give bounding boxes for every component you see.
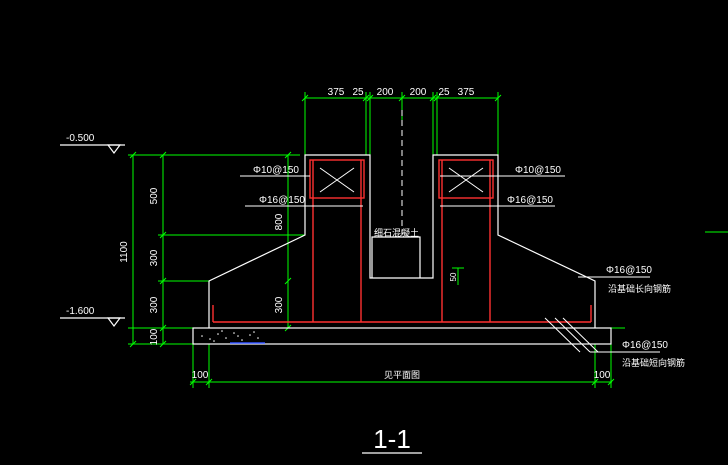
rebar-label-right-2: Φ16@150 <box>507 195 553 206</box>
column-cross <box>319 167 484 193</box>
top-dim-6: 375 <box>458 87 475 98</box>
rebar <box>212 159 592 323</box>
dim-500: 500 <box>149 187 160 204</box>
elevation-top: -0.500 <box>66 133 95 144</box>
dim-300-inner: 300 <box>274 296 285 313</box>
bottom-dim-left: 100 <box>192 370 209 381</box>
annotations: 375 25 200 200 25 375 -0.500 -1.600 1100… <box>66 87 685 454</box>
center-fill-note: 细石混凝土 <box>374 227 419 238</box>
dimension-lines <box>128 92 728 388</box>
bottom-dim-right: 100 <box>594 370 611 381</box>
rebar-label-right-4: Φ16@150 <box>622 340 668 351</box>
dim-300-a: 300 <box>149 249 160 266</box>
rebar-note-right-4: 沿基础短向钢筋 <box>622 357 685 368</box>
section-title: 1-1 <box>373 424 411 454</box>
footing-outline <box>60 144 612 454</box>
rebar-label-right-1: Φ10@150 <box>515 165 561 176</box>
dim-300-b: 300 <box>149 296 160 313</box>
top-dim-5: 25 <box>438 87 450 98</box>
top-dim-3: 200 <box>377 87 394 98</box>
dim-800: 800 <box>274 213 285 230</box>
rebar-label-left-1: Φ10@150 <box>253 165 299 176</box>
bottom-dim-mid: 见平面图 <box>384 370 420 380</box>
top-dim-4: 200 <box>410 87 427 98</box>
rebar-note-right-3: 沿基础长向钢筋 <box>608 283 671 294</box>
top-dim-1: 375 <box>328 87 345 98</box>
dim-100: 100 <box>149 328 160 345</box>
top-dim-2: 25 <box>352 87 364 98</box>
elevation-bottom: -1.600 <box>66 306 95 317</box>
rebar-label-left-2: Φ16@150 <box>259 195 305 206</box>
dim-50: 50 <box>449 272 458 281</box>
gravel-hatch <box>201 330 259 342</box>
dim-1100: 1100 <box>119 241 130 263</box>
leader-lines <box>240 175 660 353</box>
rebar-label-right-3: Φ16@150 <box>606 265 652 276</box>
